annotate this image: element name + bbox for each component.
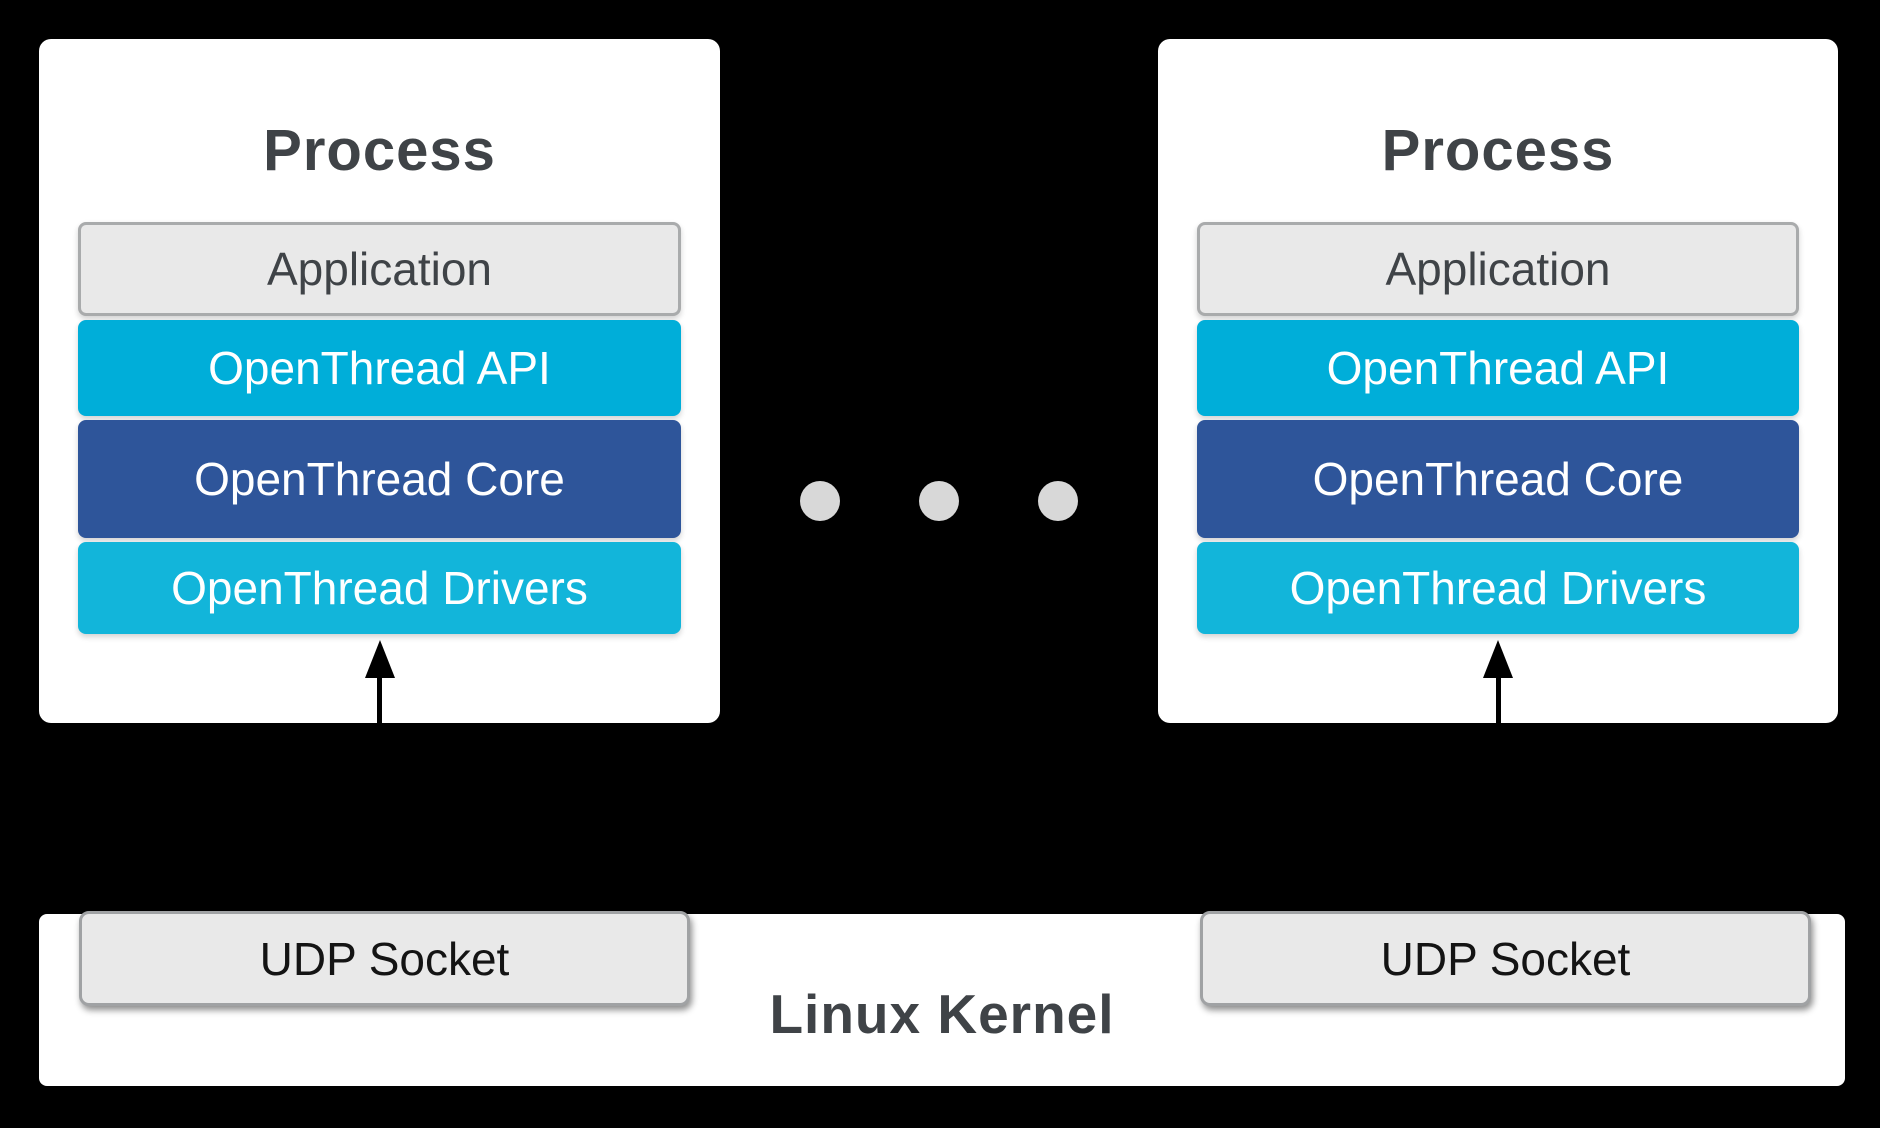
up-arrow: [364, 640, 395, 723]
arrow-head-icon: [1483, 640, 1513, 678]
process-title: Process: [263, 118, 496, 183]
ellipsis-dot: [800, 481, 840, 521]
process-card-left: Process Application OpenThread API OpenT…: [39, 39, 720, 723]
linux-kernel-bar: UDP Socket UDP Socket Linux Kernel: [39, 911, 1845, 1086]
ellipsis-dot: [1038, 481, 1078, 521]
arrow-shaft: [1495, 678, 1501, 723]
ellipsis-dot: [919, 481, 959, 521]
layer-openthread-drivers: OpenThread Drivers: [78, 542, 681, 634]
ellipsis-dots: [800, 481, 1078, 521]
udp-socket-box-left: UDP Socket: [79, 911, 690, 1006]
up-arrow: [1483, 640, 1513, 723]
udp-socket-box-right: UDP Socket: [1200, 911, 1811, 1006]
kernel-label: Linux Kernel: [769, 983, 1115, 1045]
process-card-right: Process Application OpenThread API OpenT…: [1158, 39, 1838, 723]
layer-openthread-core: OpenThread Core: [1197, 420, 1799, 538]
arrow-shaft: [377, 678, 382, 723]
arrow-head-icon: [364, 640, 395, 678]
layer-openthread-core: OpenThread Core: [78, 420, 681, 538]
layer-openthread-drivers: OpenThread Drivers: [1197, 542, 1799, 634]
layer-application: Application: [1197, 222, 1799, 316]
process-title: Process: [1381, 118, 1615, 183]
layer-openthread-api: OpenThread API: [78, 320, 681, 416]
layer-application: Application: [78, 222, 681, 316]
layer-openthread-api: OpenThread API: [1197, 320, 1799, 416]
